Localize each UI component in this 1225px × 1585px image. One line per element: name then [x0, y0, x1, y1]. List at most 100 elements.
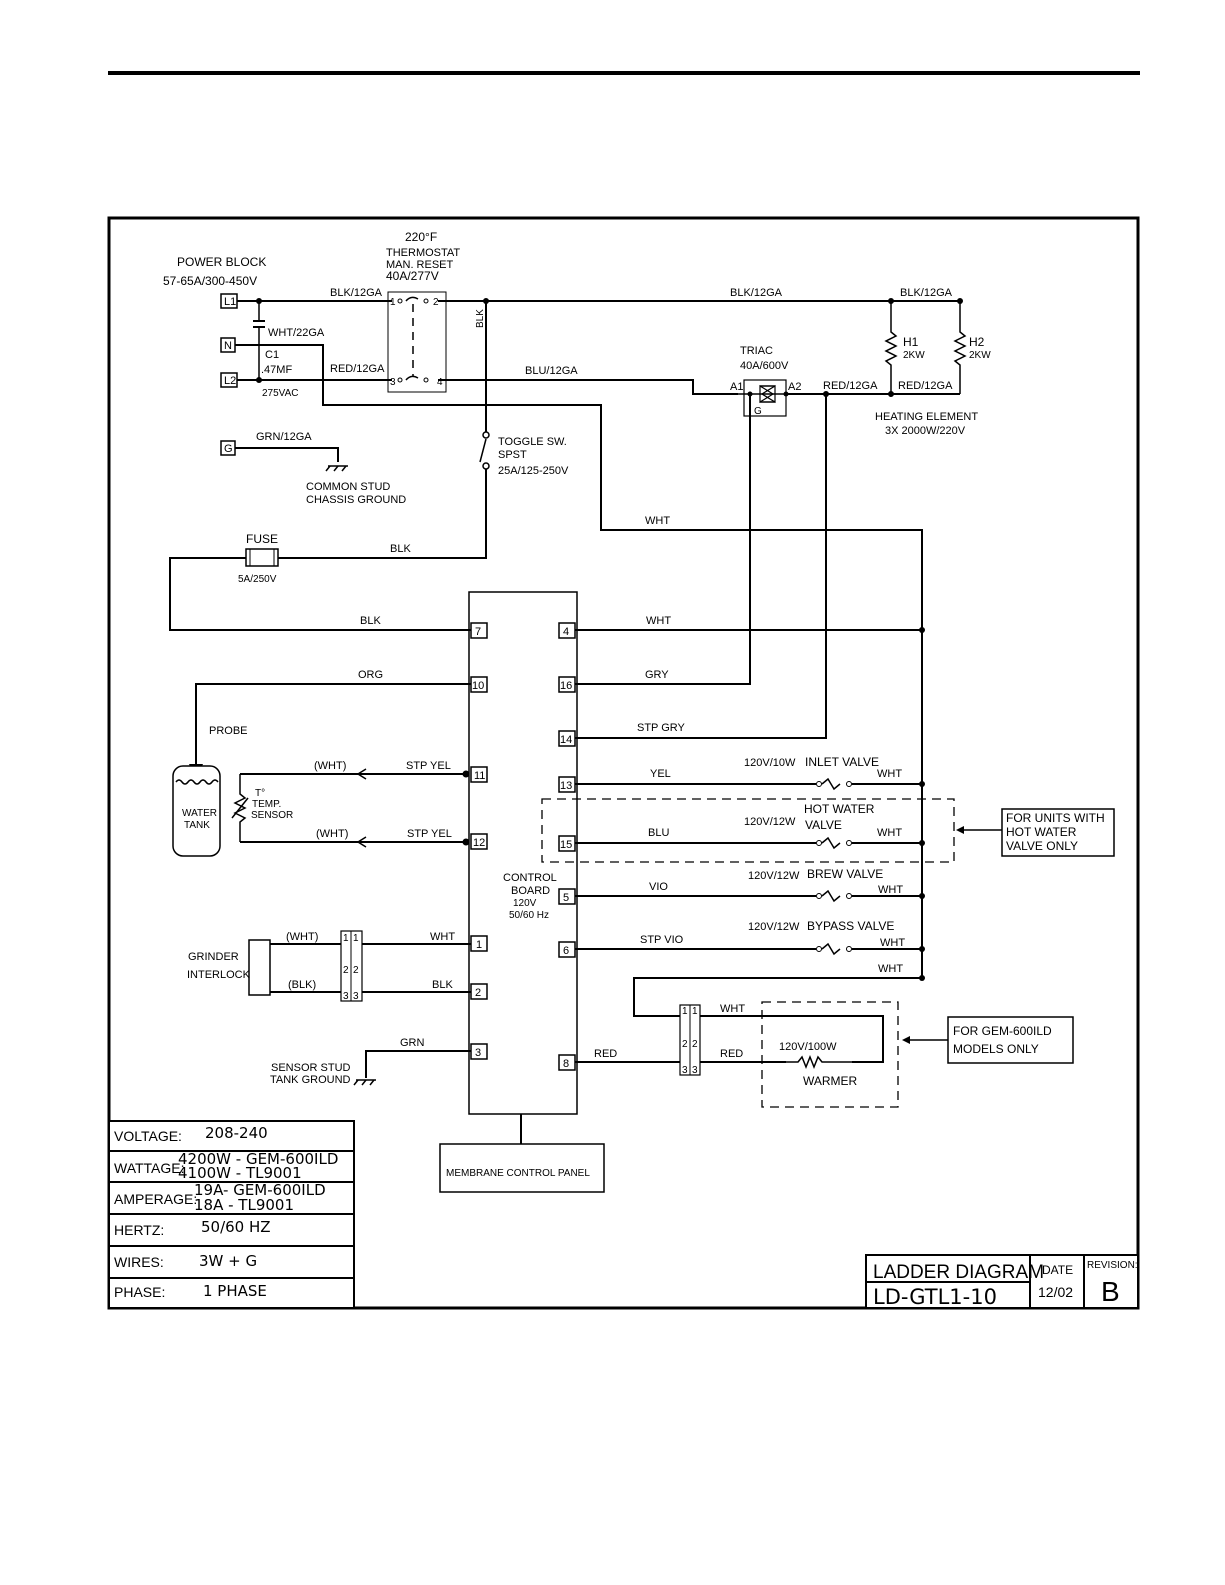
- wire-label-wht-1: WHT: [430, 931, 455, 943]
- svg-text:H2: H2: [969, 335, 985, 349]
- spec-phase-value: 1 PHASE: [203, 1282, 267, 1300]
- wire-label-wht-22ga: WHT/22GA: [268, 327, 325, 339]
- svg-text:120V/10W: 120V/10W: [744, 757, 796, 769]
- svg-text:C1: C1: [265, 349, 279, 361]
- title-drawing-number: LD-GTL1-10: [873, 1285, 997, 1309]
- wire-label-wht-4: WHT: [646, 615, 671, 627]
- wire-label-wht-v5: WHT: [878, 963, 903, 975]
- wire-label-blu: BLU: [648, 827, 669, 839]
- svg-text:BOARD: BOARD: [511, 885, 550, 897]
- svg-text:2: 2: [353, 965, 359, 976]
- inlet-valve: 120V/10W INLET VALVE: [744, 755, 879, 791]
- warmer: 120V/100W WARMER: [779, 1041, 858, 1088]
- triac: TRIAC 40A/600V A1 A2 G: [730, 345, 801, 417]
- revision-label: REVISION:: [1087, 1260, 1138, 1271]
- svg-text:1: 1: [390, 297, 396, 308]
- svg-text:MODELS ONLY: MODELS ONLY: [953, 1042, 1039, 1056]
- wire-label-blk-12ga-c: BLK/12GA: [900, 287, 953, 299]
- power-block-rating: 57-65A/300-450V: [163, 274, 257, 288]
- svg-text:BREW VALVE: BREW VALVE: [807, 867, 883, 881]
- spec-hertz-label: HERTZ:: [114, 1222, 164, 1238]
- svg-text:13: 13: [560, 780, 572, 792]
- svg-text:3: 3: [343, 991, 349, 1002]
- grinder-interlock: GRINDER INTERLOCK: [187, 939, 271, 996]
- spec-wattage-value-1: 4200W - GEM-600ILD: [178, 1150, 338, 1168]
- pin-2: 2: [470, 983, 488, 1000]
- svg-text:VALVE ONLY: VALVE ONLY: [1006, 839, 1078, 853]
- wire-label-stp-yel-b: STP YEL: [407, 828, 452, 840]
- wire-label-red-12ga-a: RED/12GA: [330, 363, 385, 375]
- wire-label-org: ORG: [358, 669, 383, 681]
- svg-text:HOT WATER: HOT WATER: [804, 802, 875, 816]
- svg-text:1: 1: [353, 933, 359, 944]
- pin-14: 14: [558, 730, 576, 747]
- chassis-ground: COMMON STUD CHASSIS GROUND: [306, 465, 406, 506]
- svg-text:2: 2: [343, 965, 349, 976]
- svg-text:3: 3: [390, 377, 396, 388]
- control-board: [468, 591, 578, 1115]
- svg-text:2: 2: [475, 987, 481, 999]
- svg-text:120V/100W: 120V/100W: [779, 1041, 837, 1053]
- wire-label-wht-v1: WHT: [877, 768, 902, 780]
- heating-element-rating: 3X 2000W/220V: [885, 425, 966, 437]
- svg-text:TEMP.: TEMP.: [252, 799, 281, 810]
- svg-text:2KW: 2KW: [903, 350, 925, 361]
- pin-16: 16: [558, 676, 576, 693]
- wire-label-yel: YEL: [650, 768, 671, 780]
- note-gem: FOR GEM-600ILD MODELS ONLY: [902, 1016, 1074, 1064]
- power-block-title: POWER BLOCK: [177, 255, 266, 269]
- svg-text:FOR UNITS WITH: FOR UNITS WITH: [1006, 811, 1105, 825]
- title-ladder-diagram: LADDER DIAGRAM: [873, 1262, 1044, 1283]
- wire-label-stp-gry: STP GRY: [637, 722, 686, 734]
- svg-text:G: G: [224, 443, 233, 455]
- spec-amperage-value-2: 18A - TL9001: [194, 1196, 294, 1214]
- svg-text:16: 16: [560, 680, 572, 692]
- svg-text:FOR GEM-600ILD: FOR GEM-600ILD: [953, 1024, 1052, 1038]
- date-label: DATE: [1042, 1263, 1073, 1277]
- svg-text:CONTROL: CONTROL: [503, 872, 557, 884]
- pin-4: 4: [558, 622, 576, 639]
- pin-6: 6: [558, 941, 576, 958]
- svg-text:1: 1: [476, 939, 482, 951]
- svg-text:2: 2: [692, 1039, 698, 1050]
- svg-text:7: 7: [475, 626, 481, 638]
- title-block: LADDER DIAGRAM LD-GTL1-10 DATE 12/02 REV…: [865, 1254, 1139, 1309]
- svg-text:120V/12W: 120V/12W: [748, 870, 800, 882]
- svg-text:5A/250V: 5A/250V: [238, 574, 277, 585]
- svg-text:50/60 Hz: 50/60 Hz: [509, 910, 549, 921]
- spec-wires-label: WIRES:: [114, 1254, 164, 1270]
- pin-11: 11: [470, 766, 488, 783]
- wire-label-wht-v4: WHT: [880, 937, 905, 949]
- svg-text:15: 15: [560, 839, 572, 851]
- wire-label-wht-v2: WHT: [877, 827, 902, 839]
- pin-15: 15: [558, 835, 576, 852]
- svg-text:TANK GROUND: TANK GROUND: [270, 1074, 351, 1086]
- wire-label-red-12ga-c: RED/12GA: [898, 380, 953, 392]
- pin-10: 10: [470, 676, 488, 693]
- svg-text:1: 1: [692, 1006, 698, 1017]
- pin-5: 5: [558, 888, 576, 905]
- spec-amperage-value-1: 19A- GEM-600ILD: [194, 1181, 326, 1199]
- spec-amperage-label: AMPERAGE:: [114, 1191, 197, 1207]
- grinder-connector: 1 1 2 2 3 3: [340, 930, 363, 1002]
- svg-text:INLET VALVE: INLET VALVE: [805, 755, 879, 769]
- spec-hertz-value: 50/60 HZ: [201, 1218, 271, 1236]
- svg-text:2KW: 2KW: [969, 350, 991, 361]
- wire-label-red-warmer: RED: [720, 1048, 743, 1060]
- bypass-valve: 120V/12W BYPASS VALVE: [748, 919, 894, 956]
- power-block: POWER BLOCK 57-65A/300-450V L1 N L2 G: [163, 255, 266, 456]
- svg-text:275VAC: 275VAC: [262, 388, 299, 399]
- wire-label-wht-paren-b: (WHT): [316, 828, 348, 840]
- svg-text:3: 3: [475, 1047, 481, 1059]
- wire-label-blk-12ga-b: BLK/12GA: [730, 287, 783, 299]
- wire-label-blk-fuse: BLK: [390, 543, 411, 555]
- svg-text:A1: A1: [730, 381, 743, 393]
- svg-text:1: 1: [343, 933, 349, 944]
- wire-label-blk-2: BLK: [432, 979, 453, 991]
- svg-text:12: 12: [473, 837, 485, 849]
- svg-text:G: G: [754, 406, 762, 417]
- svg-text:4: 4: [437, 377, 443, 388]
- svg-text:N: N: [224, 340, 232, 352]
- svg-text:MEMBRANE CONTROL PANEL: MEMBRANE CONTROL PANEL: [446, 1168, 590, 1179]
- control-board-label: CONTROL BOARD 120V 50/60 Hz: [503, 872, 557, 921]
